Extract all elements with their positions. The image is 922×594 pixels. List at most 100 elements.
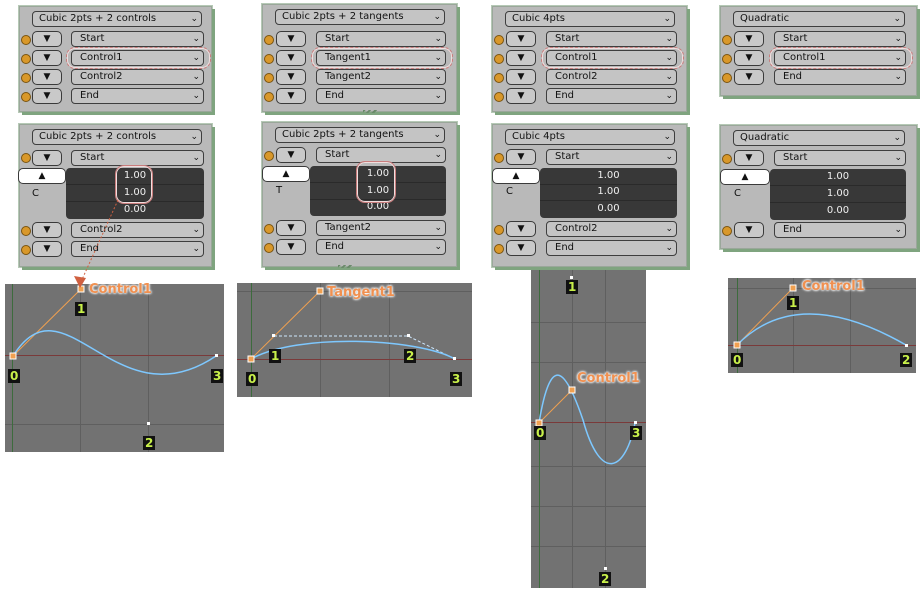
input-socket[interactable] xyxy=(264,73,274,83)
collapse-button[interactable]: ▼ xyxy=(276,239,306,255)
mode-dropdown[interactable]: Cubic 2pts + 2 controls⌄ xyxy=(32,129,202,145)
input-socket[interactable] xyxy=(494,73,504,83)
viewport-quadratic[interactable]: 0 1 2 xyxy=(728,278,916,373)
input-socket[interactable] xyxy=(21,54,31,64)
collapse-button[interactable]: ▼ xyxy=(506,240,536,256)
input-socket[interactable] xyxy=(494,92,504,102)
expand-button[interactable]: ▲ xyxy=(18,168,66,184)
collapse-button[interactable]: ▼ xyxy=(506,31,536,47)
viewport-cubic-4pts[interactable]: 0 1 2 3 xyxy=(531,270,646,588)
input-socket[interactable] xyxy=(264,151,274,161)
collapse-button[interactable]: ▼ xyxy=(506,50,536,66)
point-dropdown-control2[interactable]: Control2⌄ xyxy=(546,221,677,237)
input-socket[interactable] xyxy=(21,92,31,102)
mode-dropdown[interactable]: Cubic 2pts + 2 tangents⌄ xyxy=(275,127,445,143)
input-socket[interactable] xyxy=(21,35,31,45)
collapse-button[interactable]: ▼ xyxy=(276,220,306,236)
collapse-button[interactable]: ▼ xyxy=(276,31,306,47)
collapse-button[interactable]: ▼ xyxy=(32,69,62,85)
input-socket[interactable] xyxy=(494,153,504,163)
input-socket[interactable] xyxy=(494,225,504,235)
collapse-button[interactable]: ▼ xyxy=(506,221,536,237)
collapse-button[interactable]: ▼ xyxy=(734,50,764,66)
mode-dropdown[interactable]: Quadratic⌄ xyxy=(733,11,905,27)
point-dropdown-control1[interactable]: Control1⌄ xyxy=(71,50,204,66)
input-socket[interactable] xyxy=(264,92,274,102)
input-socket[interactable] xyxy=(722,154,732,164)
input-socket[interactable] xyxy=(264,54,274,64)
input-socket[interactable] xyxy=(722,35,732,45)
point-dropdown-control1[interactable]: Control1⌄ xyxy=(546,50,677,66)
collapse-button[interactable]: ▼ xyxy=(506,149,536,165)
vector-z-value[interactable]: 0.00 xyxy=(826,205,850,216)
vector-x-value[interactable]: 1.00 xyxy=(66,168,204,185)
point-dropdown-end[interactable]: End⌄ xyxy=(316,239,446,255)
vector-x-value[interactable]: 1.00 xyxy=(770,169,906,186)
point-dropdown-control2[interactable]: Control2⌄ xyxy=(546,69,677,85)
vector-z-value[interactable]: 0.00 xyxy=(123,204,147,215)
input-socket[interactable] xyxy=(264,243,274,253)
input-socket[interactable] xyxy=(21,153,31,163)
collapse-button[interactable]: ▼ xyxy=(734,222,764,238)
collapse-button[interactable]: ▼ xyxy=(734,150,764,166)
point-dropdown-tangent2[interactable]: Tangent2⌄ xyxy=(316,220,446,236)
collapse-button[interactable]: ▼ xyxy=(276,50,306,66)
point-dropdown-tangent1[interactable]: Tangent1⌄ xyxy=(316,50,446,66)
collapse-button[interactable]: ▼ xyxy=(276,69,306,85)
viewport-cubic-tangents[interactable]: 0 1 2 3 xyxy=(237,283,472,397)
point-dropdown-end[interactable]: End⌄ xyxy=(546,240,677,256)
input-socket[interactable] xyxy=(494,35,504,45)
collapse-button[interactable]: ▼ xyxy=(506,88,536,104)
expand-button[interactable]: ▲ xyxy=(492,168,540,184)
point-dropdown-start[interactable]: Start⌄ xyxy=(774,31,906,47)
input-socket[interactable] xyxy=(264,224,274,234)
collapse-button[interactable]: ▼ xyxy=(734,69,764,85)
point-dropdown-tangent2[interactable]: Tangent2⌄ xyxy=(316,69,446,85)
point-dropdown-start[interactable]: Start⌄ xyxy=(546,31,677,47)
expand-button[interactable]: ▲ xyxy=(720,169,770,185)
point-dropdown-end[interactable]: End⌄ xyxy=(71,241,204,257)
point-dropdown-end[interactable]: End⌄ xyxy=(774,222,906,238)
mode-dropdown[interactable]: Cubic 2pts + 2 tangents⌄ xyxy=(275,9,445,25)
collapse-button[interactable]: ▼ xyxy=(506,69,536,85)
vector-z-value[interactable]: 0.00 xyxy=(597,203,620,214)
collapse-button[interactable]: ▼ xyxy=(32,150,62,166)
point-dropdown-end[interactable]: End⌄ xyxy=(71,88,204,104)
viewport-cubic-controls[interactable]: 0 1 2 3 xyxy=(5,284,224,452)
mode-dropdown[interactable]: Cubic 4pts⌄ xyxy=(505,129,675,145)
point-dropdown-start[interactable]: Start⌄ xyxy=(774,150,906,166)
input-socket[interactable] xyxy=(722,73,732,83)
vector-y-value[interactable]: 1.00 xyxy=(770,186,906,203)
point-dropdown-start[interactable]: Start⌄ xyxy=(316,147,446,163)
expand-button[interactable]: ▲ xyxy=(262,166,310,182)
input-socket[interactable] xyxy=(494,54,504,64)
point-dropdown-control2[interactable]: Control2⌄ xyxy=(71,69,204,85)
point-dropdown-control1[interactable]: Control1⌄ xyxy=(774,50,906,66)
collapse-button[interactable]: ▼ xyxy=(276,88,306,104)
point-dropdown-end[interactable]: End⌄ xyxy=(774,69,906,85)
point-dropdown-start[interactable]: Start⌄ xyxy=(546,149,677,165)
collapse-button[interactable]: ▼ xyxy=(32,50,62,66)
point-dropdown-start[interactable]: Start⌄ xyxy=(71,150,204,166)
input-socket[interactable] xyxy=(21,245,31,255)
input-socket[interactable] xyxy=(264,35,274,45)
mode-dropdown[interactable]: Cubic 2pts + 2 controls⌄ xyxy=(32,11,202,27)
vector-y-value[interactable]: 1.00 xyxy=(540,184,677,201)
point-dropdown-start[interactable]: Start⌄ xyxy=(316,31,446,47)
vector-x-value[interactable]: 1.00 xyxy=(310,166,446,183)
collapse-button[interactable]: ▼ xyxy=(32,88,62,104)
input-socket[interactable] xyxy=(722,226,732,236)
collapse-button[interactable]: ▼ xyxy=(32,222,62,238)
input-socket[interactable] xyxy=(21,73,31,83)
point-dropdown-start[interactable]: Start⌄ xyxy=(71,31,204,47)
vector-z-value[interactable]: 0.00 xyxy=(366,201,390,212)
vector-x-value[interactable]: 1.00 xyxy=(540,168,677,185)
collapse-button[interactable]: ▼ xyxy=(32,31,62,47)
point-dropdown-end[interactable]: End⌄ xyxy=(546,88,677,104)
point-dropdown-end[interactable]: End⌄ xyxy=(316,88,446,104)
vector-y-value[interactable]: 1.00 xyxy=(310,183,446,200)
vector-y-value[interactable]: 1.00 xyxy=(66,185,204,202)
input-socket[interactable] xyxy=(21,226,31,236)
mode-dropdown[interactable]: Quadratic⌄ xyxy=(733,130,905,146)
point-dropdown-control2[interactable]: Control2⌄ xyxy=(71,222,204,238)
